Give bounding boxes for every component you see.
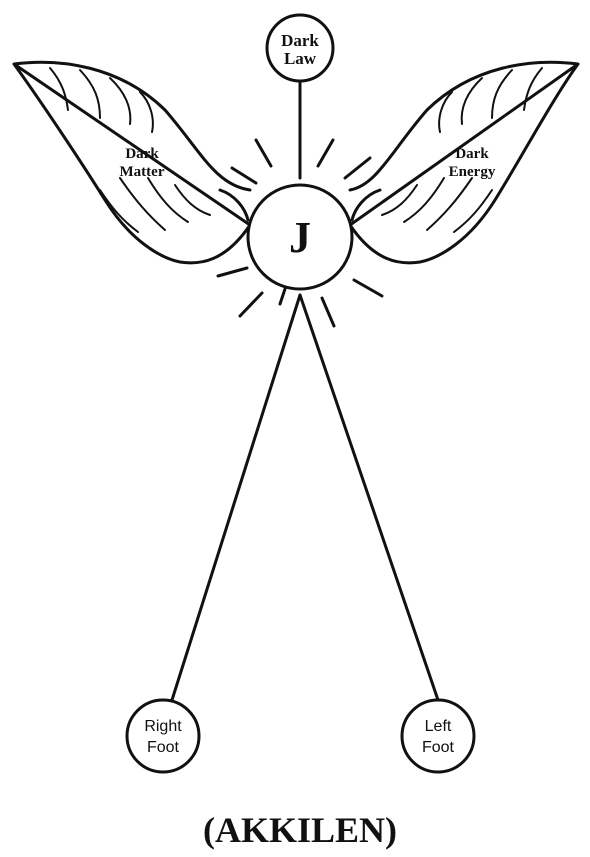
left-wing-label-line1: Dark [125,146,159,162]
top-node: Dark Law [265,13,335,83]
left-wing-inner-curve [218,188,250,222]
right-wing-feathers [381,67,543,233]
left-wing-feathers [49,67,211,233]
top-node-circle [265,13,335,83]
left-wing-outline [12,60,252,265]
right-foot-circle [125,698,201,774]
left-foot-label-line1: Left [425,718,452,735]
caption: (AKKILEN) [203,810,397,850]
right-foot-label-line1: Right [144,718,182,735]
left-foot-node: Left Foot [400,698,476,774]
top-node-label-line1: Dark [281,31,319,50]
left-wing: Dark Matter [12,60,252,265]
center-node: J [246,183,354,291]
top-node-label-line2: Law [284,49,317,68]
right-wing: Dark Energy [348,60,580,265]
left-foot-circle [400,698,476,774]
right-wing-label-line2: Energy [449,164,496,180]
right-wing-label-line1: Dark [455,146,489,162]
center-circle [246,183,354,291]
left-wing-label-line2: Matter [120,164,165,180]
right-foot-label-line2: Foot [147,739,180,756]
leg-right [170,293,302,702]
center-rays [216,138,384,328]
right-wing-outline [348,60,580,265]
left-foot-label-line2: Foot [422,739,455,756]
right-foot-node: Right Foot [125,698,201,774]
right-wing-inner-curve [350,188,382,222]
leg-left [298,293,440,702]
center-label: J [289,213,311,262]
